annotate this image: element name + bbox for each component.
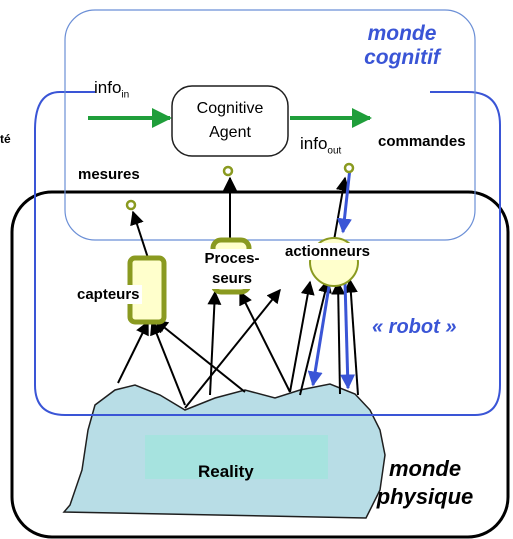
sensors-label: capteurs [75,285,142,304]
cognitive-world-box [64,9,476,241]
reality-label: Reality [198,462,254,481]
cognitive-agent-label: Cognitive Agent [172,97,288,145]
info-out-base: info [300,134,328,153]
cognitive-agent-box [171,85,289,157]
actuators-label: actionneurs [285,243,371,260]
info-in-sub: in [121,89,130,101]
measures-label: mesures [78,166,140,183]
physical-world-label: monde physique [365,455,485,511]
agent-port [222,165,234,177]
processors-line1: Proces- [204,250,260,267]
measures-port [125,199,137,211]
info-in-label: infoin [94,78,129,100]
cut-text: té [0,132,11,146]
processors-label: Proces- seurs [196,249,268,289]
physical-world-line1: monde [388,456,462,481]
command-arrows [307,167,356,390]
info-out-label: infoout [300,134,341,156]
info-out-sub: out [327,145,342,157]
physical-world-line2: physique [376,484,474,509]
robot-boundary [34,91,501,416]
cognitive-world-label: monde cognitif [352,22,452,70]
reality-box [145,435,328,479]
cognitive-world-line2: cognitif [364,46,440,69]
processors-line2: seurs [211,270,253,287]
agent-line2: Agent [209,124,251,141]
sensor-arrows [117,176,359,409]
physical-world-box [10,190,510,539]
robot-label: « robot » [372,316,457,338]
commands-label: commandes [378,133,466,150]
info-in-base: info [94,78,122,97]
commands-port [343,162,355,174]
agent-line1: Cognitive [196,100,264,117]
cognitive-world-line1: monde [367,22,437,45]
